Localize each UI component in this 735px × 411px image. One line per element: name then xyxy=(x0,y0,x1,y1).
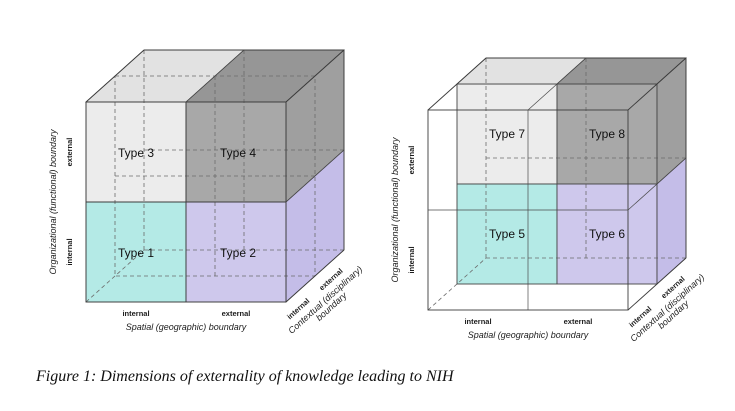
x-axis-internal-label: internal xyxy=(122,309,149,318)
type-4-face xyxy=(185,101,287,203)
left-cube-faces xyxy=(85,49,345,303)
right-cube-y-axis: Organizational (functional) boundary ext… xyxy=(390,137,416,283)
x-axis-external-label: external xyxy=(222,309,251,318)
y-axis-internal-label: internal xyxy=(65,238,74,265)
left-cube-x-axis: internal external Spatial (geographic) b… xyxy=(122,309,250,332)
y-axis-external-label: external xyxy=(407,146,416,175)
x-axis-external-label: external xyxy=(564,317,593,326)
type-1-label: Type 1 xyxy=(118,246,154,260)
type-1-face xyxy=(85,201,187,303)
x-axis-internal-label: internal xyxy=(464,317,491,326)
type-7-face xyxy=(456,83,558,185)
y-axis-title: Organizational (functional) boundary xyxy=(48,129,58,275)
right-cube-wireframe xyxy=(427,57,687,311)
type-2-label: Type 2 xyxy=(220,246,256,260)
x-axis-title: Spatial (geographic) boundary xyxy=(126,322,247,332)
x-axis-title: Spatial (geographic) boundary xyxy=(468,330,589,340)
type-7-label: Type 7 xyxy=(489,127,525,141)
right-cube-x-axis: internal external Spatial (geographic) b… xyxy=(464,317,592,340)
left-cube-y-axis: Organizational (functional) boundary ext… xyxy=(48,129,74,275)
right-cube-faces xyxy=(456,57,687,285)
type-3-label: Type 3 xyxy=(118,146,154,160)
type-5-label: Type 5 xyxy=(489,227,525,241)
type-6-label: Type 6 xyxy=(589,227,625,241)
y-axis-external-label: external xyxy=(65,138,74,167)
y-axis-title: Organizational (functional) boundary xyxy=(390,137,400,283)
y-axis-internal-label: internal xyxy=(407,246,416,273)
left-cube-type-labels: Type 1 Type 2 Type 3 Type 4 xyxy=(118,146,256,260)
type-4-label: Type 4 xyxy=(220,146,256,160)
type-8-label: Type 8 xyxy=(589,127,625,141)
left-cube-diagram: Type 1 Type 2 Type 3 Type 4 Organization… xyxy=(48,49,364,336)
figure-caption: Figure 1: Dimensions of externality of k… xyxy=(36,368,454,385)
right-cube-diagram: Type 5 Type 6 Type 7 Type 8 Organization… xyxy=(390,57,706,344)
left-cube-wireframe xyxy=(85,49,345,303)
type-8-face xyxy=(556,83,658,185)
right-cube-type-labels: Type 5 Type 6 Type 7 Type 8 xyxy=(489,127,625,241)
